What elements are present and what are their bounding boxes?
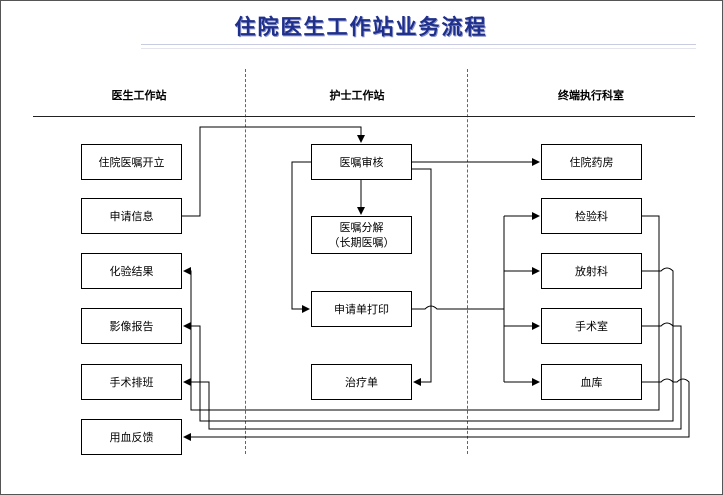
- box-order-split: 医嘱分解 （长期医嘱）: [311, 216, 412, 254]
- box-lab-result: 化验结果: [81, 253, 182, 289]
- box-radiology: 放射科: [541, 253, 642, 289]
- link-blood-feedback: [183, 378, 690, 441]
- link-review-to-print: [291, 161, 311, 313]
- link-review-to-treatment: [412, 168, 432, 386]
- box-label: 放射科: [575, 264, 608, 278]
- box-request-print: 申请单打印: [311, 291, 412, 327]
- box-label: 医嘱审核: [339, 155, 384, 169]
- box-label: 检验科: [575, 209, 608, 223]
- link-print-to-departments: [412, 305, 504, 310]
- box-order-entry: 住院医嘱开立: [81, 144, 182, 180]
- box-label: 申请信息: [109, 209, 154, 223]
- box-label: 申请单打印: [334, 302, 389, 316]
- box-surgery-schedule: 手术排班: [81, 364, 182, 400]
- box-operating-room: 手术室: [541, 308, 642, 344]
- title-underline-light: [141, 48, 696, 49]
- title-underline: [141, 44, 696, 45]
- box-label: 血库: [580, 375, 603, 389]
- box-label: 住院医嘱开立: [98, 155, 165, 169]
- link-radiology-feedback: [183, 267, 674, 422]
- link-request-to-review: [182, 126, 365, 217]
- lane-divider-left: [245, 69, 246, 454]
- link-lab-feedback: [183, 215, 660, 411]
- box-request-info: 申请信息: [81, 198, 182, 234]
- lane-divider-right: [467, 69, 468, 454]
- page-title: 住院医生工作站业务流程: [234, 14, 488, 39]
- column-header-execution: 终端执行科室: [558, 89, 624, 102]
- box-sublabel: （长期医嘱）: [328, 236, 395, 249]
- box-transfusion-feedback: 用血反馈: [81, 419, 182, 455]
- box-label: 医嘱分解: [339, 221, 384, 234]
- box-label: 治疗单: [345, 375, 378, 389]
- box-treatment-sheet: 治疗单: [311, 364, 412, 400]
- box-label: 手术排班: [109, 375, 154, 389]
- column-header-doctor: 医生工作站: [111, 89, 167, 102]
- box-label: 住院药房: [569, 155, 614, 169]
- box-pharmacy: 住院药房: [541, 144, 642, 180]
- box-label: 手术室: [575, 319, 608, 333]
- box-blood-bank: 血库: [541, 364, 642, 400]
- box-label: 用血反馈: [109, 430, 154, 444]
- box-laboratory: 检验科: [541, 198, 642, 234]
- link-or-feedback: [183, 322, 682, 430]
- column-header-nurse: 护士工作站: [329, 89, 385, 102]
- header-rule: [33, 116, 695, 117]
- box-imaging-report: 影像报告: [81, 308, 182, 344]
- box-order-review: 医嘱审核: [311, 144, 412, 180]
- box-label: 影像报告: [109, 319, 154, 333]
- box-label: 化验结果: [109, 264, 154, 278]
